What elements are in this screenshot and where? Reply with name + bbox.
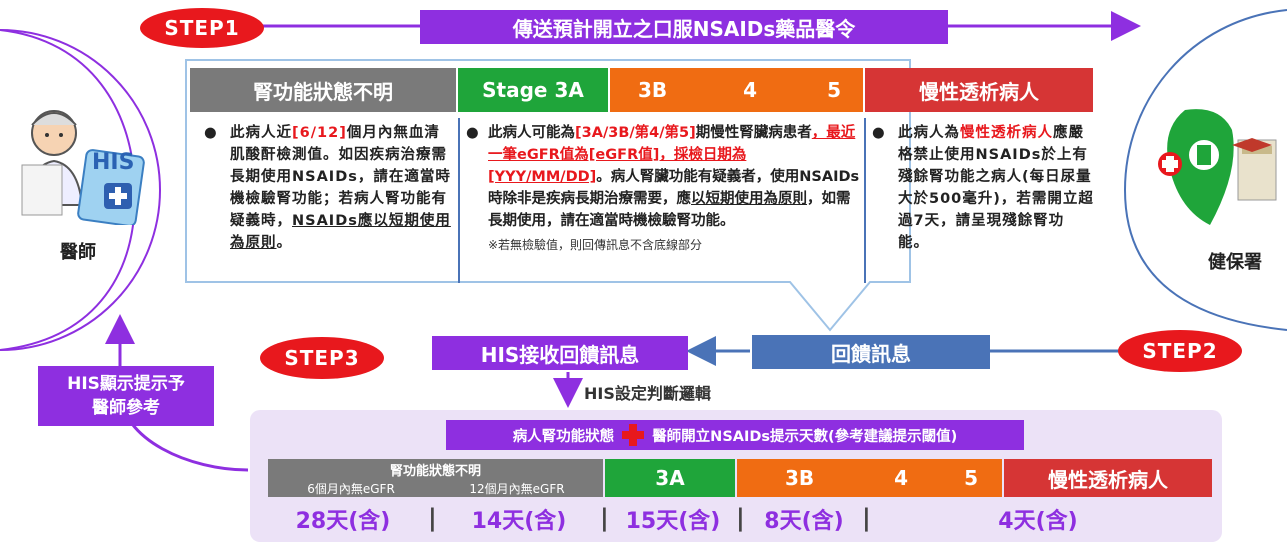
his-tag: HIS <box>92 150 134 175</box>
bottom-dialysis-header: 慢性透析病人 <box>1004 459 1212 497</box>
bottom-sub-12m: 12個月內無eGFR <box>434 480 600 497</box>
his-logic-label: HIS設定判斷邏輯 <box>584 380 711 404</box>
col2-t1: 此病人可能為 <box>488 125 575 141</box>
col-divider-1 <box>458 118 460 283</box>
value-15-days: 15天(含) <box>608 500 738 538</box>
formula-right: 醫師開立NSAIDs提示天數(參考建議提示閾值) <box>652 425 957 446</box>
value-28-days: 28天(含) <box>268 500 418 538</box>
header-stage3a: Stage 3A <box>458 68 608 112</box>
bottom-values-row: 28天(含) | 14天(含) | 15天(含) | 8天(含) | 4天(含) <box>268 500 1212 538</box>
his-receive-feedback: HIS接收回饋訊息 <box>432 336 688 370</box>
bottom-unknown-title: 腎功能狀態不明 <box>268 460 603 479</box>
col2-short-term: 以短期使用為原則 <box>691 191 807 207</box>
formula-left: 病人腎功能狀態 <box>513 425 615 446</box>
feedback-message: 回饋訊息 <box>752 335 990 369</box>
col3-dialysis: 慢性透析病人 <box>960 125 1053 141</box>
bullet-icon: ● <box>204 122 217 144</box>
his-display-box: HIS顯示提示予 醫師參考 <box>38 366 214 426</box>
nhi-label: 健保署 <box>1208 248 1262 274</box>
bottom-3b: 3B <box>785 466 814 490</box>
col1-text: ● 此病人近[6/12]個月內無血清肌酸酐檢測值。如因疾病治療需長期使用NSAI… <box>204 122 452 254</box>
col2-note: ※若無檢驗值，則回傳訊息不含底線部分 <box>466 234 860 256</box>
bullet-icon: ● <box>466 122 479 144</box>
col1-t1: 此病人近 <box>230 125 292 141</box>
step3-badge: STEP3 <box>260 337 384 379</box>
col2-text: ● 此病人可能為[3A/3B/第4/第5]期慢性腎臟病患者，最近一筆eGFR值為… <box>466 122 860 256</box>
col2-stage: [3A/3B/第4/第5] <box>575 125 696 141</box>
bullet-icon: ● <box>872 122 885 144</box>
step2-badge: STEP2 <box>1118 330 1242 372</box>
bottom-5: 5 <box>964 466 978 490</box>
doctor-label: 醫師 <box>60 238 96 264</box>
col1-t5: 。 <box>277 235 293 251</box>
bottom-3b-5-header: 3B 4 5 <box>737 459 1002 497</box>
taiwan-map-icon <box>1140 100 1280 240</box>
header-5: 5 <box>827 78 841 102</box>
value-4-days: 4天(含) <box>908 500 1168 538</box>
header-stage3b-5: 3B 4 5 <box>610 68 863 112</box>
value-separator: | <box>428 504 437 532</box>
header-4: 4 <box>743 78 757 102</box>
value-separator: | <box>862 504 871 532</box>
nhi-figure <box>1140 100 1280 240</box>
col-divider-2 <box>864 118 866 283</box>
step1-badge: STEP1 <box>140 8 264 48</box>
header-3b: 3B <box>638 78 667 102</box>
col3-t1: 此病人為 <box>898 125 960 141</box>
col2-t3: 期慢性腎臟病患者 <box>696 125 812 141</box>
value-14-days: 14天(含) <box>444 500 594 538</box>
bottom-3a-header: 3A <box>605 459 735 497</box>
plus-icon <box>622 424 644 446</box>
bottom-unknown-header: 腎功能狀態不明 6個月內無eGFR 12個月內無eGFR <box>268 459 603 497</box>
col1-months: [6/12] <box>292 125 347 141</box>
value-8-days: 8天(含) <box>744 500 864 538</box>
col3-text: ● 此病人為慢性透析病人應嚴格禁止使用NSAIDs於上有殘餘腎功能之病人(每日尿… <box>872 122 1094 254</box>
col3-t3: 應嚴格禁止使用NSAIDs於上有殘餘腎功能之病人(每日尿量大於500毫升)，若需… <box>898 125 1094 251</box>
bottom-4: 4 <box>894 466 908 490</box>
step1-title: 傳送預計開立之口服NSAIDs藥品醫令 <box>420 10 948 44</box>
header-dialysis: 慢性透析病人 <box>865 68 1093 112</box>
header-unknown: 腎功能狀態不明 <box>190 68 456 112</box>
formula-bar: 病人腎功能狀態 醫師開立NSAIDs提示天數(參考建議提示閾值) <box>446 420 1024 450</box>
bottom-sub-6m: 6個月內無eGFR <box>268 480 434 497</box>
